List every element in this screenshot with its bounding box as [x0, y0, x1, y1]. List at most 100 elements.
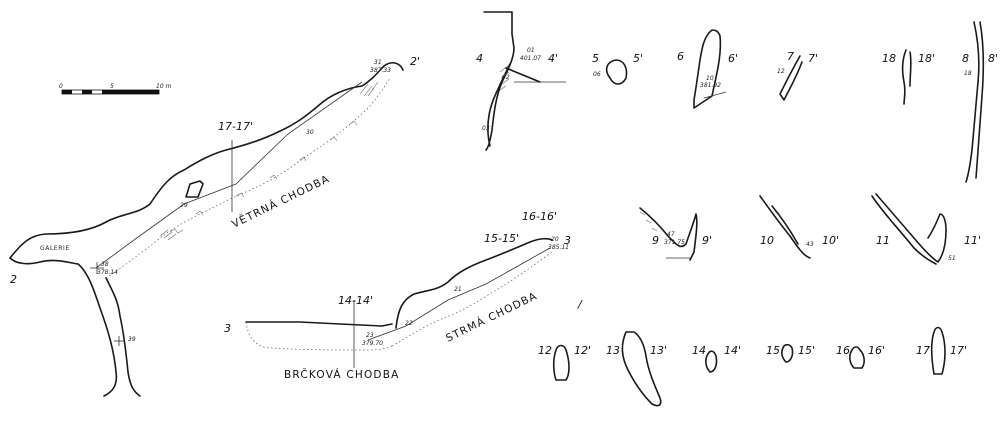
station-38-elev: 378.14: [97, 269, 118, 276]
brckova-upper-wall: [245, 321, 393, 327]
station-03: 03: [482, 125, 490, 132]
sketch-4-inner: [487, 63, 511, 147]
cross-sections: /: [552, 21, 985, 407]
station-38: 38: [101, 261, 109, 268]
section-label-9-prime: 9': [702, 234, 712, 247]
station-06: 06: [593, 71, 601, 78]
section-label-3-right: 3: [564, 234, 571, 247]
scale-bar: 0 5 10 m: [59, 83, 172, 95]
section-7-outline: [779, 55, 803, 101]
section-label-5-prime: 5': [633, 52, 643, 65]
section-label-8: 8: [962, 52, 969, 65]
section-label-16-prime: 16': [868, 344, 885, 357]
section-label-15-15: 15-15': [484, 232, 519, 245]
section-12-outline: [552, 344, 570, 381]
section-6-outline: [693, 29, 722, 109]
label-strma-chodba: STRMÁ CHODBA: [444, 289, 540, 345]
station-20: 20: [551, 236, 559, 243]
section-6-level: [703, 91, 727, 99]
scale-tick-10: 10 m: [156, 83, 172, 90]
section-label-18-prime: 18': [918, 52, 935, 65]
section-label-16-16: 16-16': [522, 210, 557, 223]
section-label-7-prime: 7': [808, 52, 818, 65]
section-11-outline: [875, 193, 947, 263]
vetrna-lower-wall: [105, 77, 391, 279]
section-4-sketch: [483, 11, 566, 151]
station-10-elev: 381.92: [700, 82, 721, 89]
section-label-11: 11: [876, 234, 890, 247]
station-23: 23: [366, 332, 374, 339]
section-label-5: 5: [592, 52, 599, 65]
station-01: 01: [527, 47, 535, 54]
section-18-outline: [901, 49, 912, 105]
section-label-12: 12: [538, 344, 552, 357]
label-vetrna-chodba: VĚTRNÁ CHODBA: [230, 172, 332, 231]
section-label-12-prime: 12': [574, 344, 591, 357]
section-label-16: 16: [836, 344, 850, 357]
section-label-9: 9: [652, 234, 659, 247]
section-label-18: 18: [882, 52, 896, 65]
station-02: 02: [502, 74, 510, 81]
section-label-11-prime: 11': [964, 234, 981, 247]
section-11-inner: [871, 195, 937, 265]
section-9-hatch: [639, 211, 658, 232]
section-label-2-prime: 2': [410, 55, 420, 68]
station-29: 29: [180, 202, 188, 209]
breakdown-hatch-2: [359, 81, 379, 97]
section-label-13-prime: 13': [650, 344, 667, 357]
station-22: 22: [405, 320, 413, 327]
lower-passage-plan: [245, 237, 553, 368]
section-label-17: 17: [916, 344, 930, 357]
section-label-10: 10: [760, 234, 774, 247]
station-31-elev: 387.33: [370, 67, 391, 74]
station-31: 31: [374, 59, 382, 66]
survey-line-lower: [367, 247, 551, 341]
section-label-4-prime: 4': [548, 52, 558, 65]
section-label-13: 13: [606, 344, 620, 357]
section-16-outline: [849, 346, 865, 369]
section-label-14: 14: [692, 344, 706, 357]
section-label-3-left: 3: [224, 322, 231, 335]
station-51: 51: [948, 255, 956, 262]
section-label-6-prime: 6': [728, 52, 738, 65]
section-17-outline: [930, 326, 946, 375]
section-label-6: 6: [677, 50, 684, 63]
scale-tick-5: 5: [110, 83, 114, 90]
section-label-14-14: 14-14': [338, 294, 373, 307]
scale-tick-0: 0: [59, 83, 63, 90]
section-label-15: 15: [766, 344, 780, 357]
station-43: 43: [806, 241, 814, 248]
sketch-4-hatch: [499, 65, 510, 91]
sketch-4-floor: [505, 67, 541, 83]
station-18: 18: [964, 70, 972, 77]
vetrna-left-wall: [9, 257, 79, 265]
strma-upper-wall: [395, 237, 553, 329]
section-label-4: 4: [476, 52, 483, 65]
pillar-block: [185, 180, 204, 198]
section-label-17-17: 17-17': [218, 120, 253, 133]
section-10-inner: [771, 205, 799, 245]
station-47: 47: [667, 231, 675, 238]
section-label-10-prime: 10': [822, 234, 839, 247]
section-8-outline: [965, 21, 985, 183]
station-10: 10: [706, 75, 714, 82]
section-label-8-prime: 8': [988, 52, 998, 65]
station-47-elev: 371.75: [664, 239, 685, 246]
section-label-17-prime: 17': [950, 344, 967, 357]
upper-passage-plan: [9, 61, 404, 397]
label-brckova-chodba: BRČKOVÁ CHODBA: [284, 368, 400, 381]
section-9-outline: [639, 207, 698, 261]
stray-mark: /: [577, 298, 583, 311]
section-14-outline: [705, 350, 718, 373]
section-10-outline: [759, 195, 811, 259]
section-5-outline: [605, 59, 628, 85]
branch-right-wall: [105, 277, 141, 397]
section-label-14-prime: 14': [724, 344, 741, 357]
breakdown-lower: [169, 120, 358, 234]
vetrna-upper-wall: [9, 61, 404, 259]
section-13-outline: [621, 331, 662, 407]
survey-line-upper: [95, 81, 363, 269]
branch-left-wall: [77, 263, 118, 397]
station-39: 39: [128, 336, 136, 343]
